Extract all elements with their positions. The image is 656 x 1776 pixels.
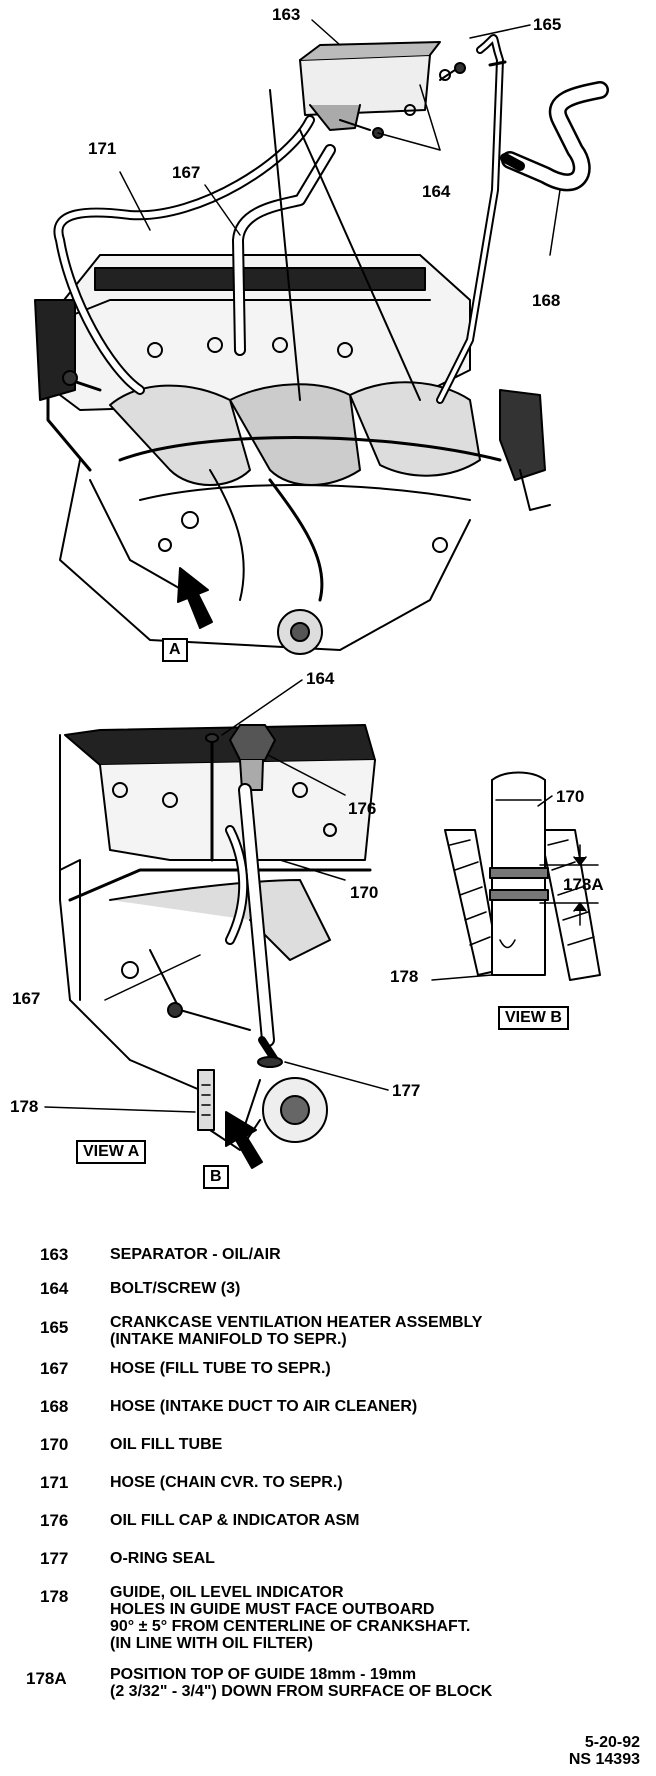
legend-number: 163 [40,1245,69,1264]
legend-description: OIL FILL CAP & INDICATOR ASM [110,1512,360,1529]
view-b-illustration [444,771,601,981]
callout-170-viewa: 170 [350,883,379,902]
view-marker-b: B [203,1165,229,1189]
legend-description: POSITION TOP OF GUIDE 18mm - 19mm (2 3/3… [110,1666,493,1700]
callout-170-viewb: 170 [556,787,585,806]
view-b-label: VIEW B [498,1006,569,1030]
callout-171: 171 [88,139,117,158]
legend-description: OIL FILL TUBE [110,1436,223,1453]
view-a-label: VIEW A [76,1140,147,1164]
legend-number: 168 [40,1397,69,1416]
callout-165: 165 [533,15,562,34]
separator-163 [299,41,451,131]
callout-163: 163 [272,5,301,24]
legend-number: 171 [40,1473,69,1492]
view-marker-a: A [162,638,188,662]
legend-description: HOSE (INTAKE DUCT TO AIR CLEANER) [110,1398,418,1415]
top-engine-illustration [34,254,551,655]
legend-description: BOLT/SCREW (3) [110,1280,241,1297]
callout-178a: 178A [563,875,604,894]
engine-diagram [34,19,609,1169]
revision-code: 5-20-92 NS 14393 [569,1734,640,1768]
callout-178-viewb: 178 [390,967,419,986]
oil-fill-tube-170 [229,724,283,1068]
view-b-arrow [225,1111,263,1169]
view-a-illustration [59,724,376,1143]
callout-176: 176 [348,799,377,818]
legend-description: CRANKCASE VENTILATION HEATER ASSEMBLY (I… [110,1314,483,1348]
legend-description: O-RING SEAL [110,1550,215,1567]
legend-number: 176 [40,1511,69,1530]
legend-number: 177 [40,1549,69,1568]
legend-description: GUIDE, OIL LEVEL INDICATOR HOLES IN GUID… [110,1584,471,1652]
legend-number: 178A [26,1669,67,1688]
callout-164-viewa: 164 [306,669,335,688]
figure-code: NS 14393 [568,1751,640,1768]
legend-description: HOSE (CHAIN CVR. TO SEPR.) [110,1474,343,1491]
callout-167-top: 167 [172,163,201,182]
revision-date: 5-20-92 [584,1734,640,1751]
legend-number: 167 [40,1359,69,1378]
callout-178-viewa: 178 [10,1097,39,1116]
legend-description: HOSE (FILL TUBE TO SEPR.) [110,1360,331,1377]
legend-number: 164 [40,1279,69,1298]
callout-167-viewa: 167 [12,989,41,1008]
callout-164-top: 164 [422,182,451,201]
legend-description: SEPARATOR - OIL/AIR [110,1246,281,1263]
legend-number: 170 [40,1435,69,1454]
view-a-arrow [177,567,213,629]
legend-number: 178 [40,1587,69,1606]
callout-177: 177 [392,1081,421,1100]
callout-168: 168 [532,291,561,310]
legend-number: 165 [40,1318,69,1337]
